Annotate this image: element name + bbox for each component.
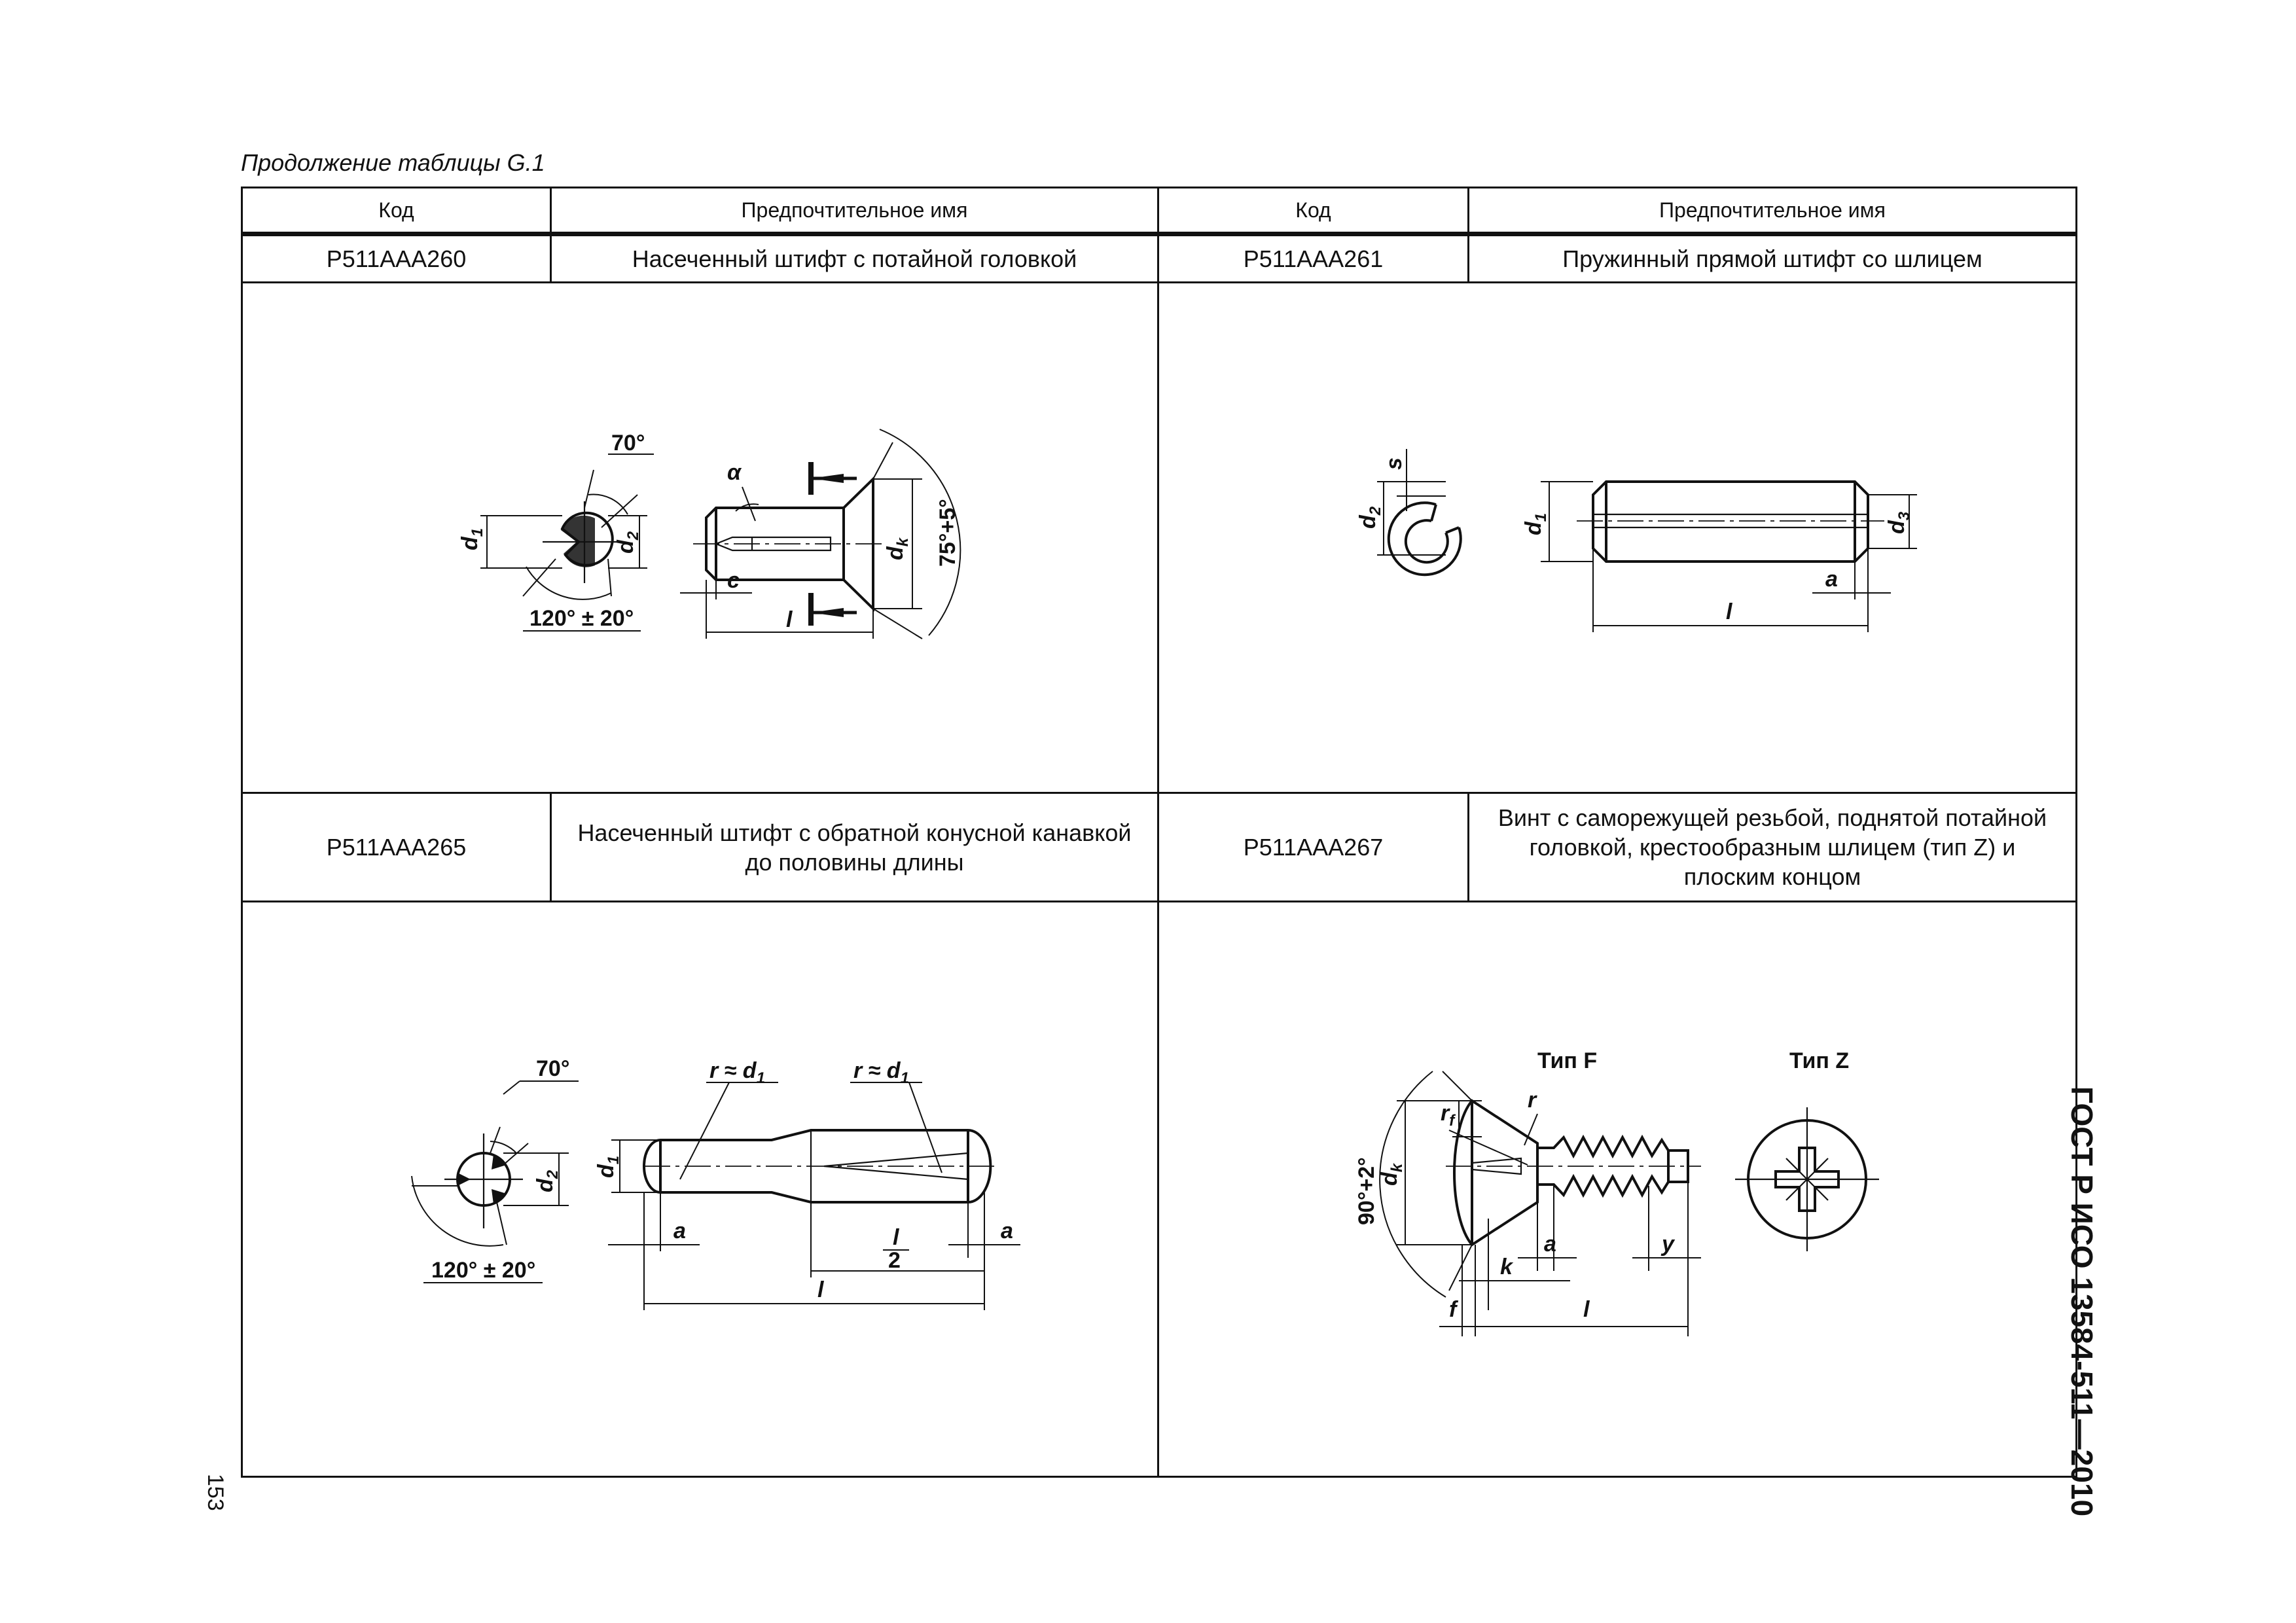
half-l-denominator: 2 xyxy=(888,1248,901,1273)
pin-side-view: α dk 75°+5° c xyxy=(680,428,961,639)
half-l-numerator: l xyxy=(893,1225,900,1250)
figure-reverse-taper-pin: d2 70° 120° ± 20° xyxy=(241,901,1159,1478)
alpha-label: α xyxy=(727,460,742,485)
code-cell: P511AAA261 xyxy=(1157,233,1469,283)
svg-text:d2: d2 xyxy=(1355,506,1384,529)
code-cell: P511AAA267 xyxy=(1157,792,1469,903)
header-code-2: Код xyxy=(1157,186,1469,237)
svg-text:dk: dk xyxy=(883,537,912,560)
header-preferred-name-2: Предпочтительное имя xyxy=(1467,186,2077,237)
svg-text:d2: d2 xyxy=(613,531,642,554)
name-cell: Насеченный штифт с потайной головкой xyxy=(550,233,1159,283)
standard-designation: ГОСТ Р ИСО 13584-511—2010 xyxy=(2065,1086,2099,1517)
type-f-label: Тип F xyxy=(1537,1048,1597,1073)
table-header-row: Код Предпочтительное имя Код Предпочтите… xyxy=(241,186,2077,237)
code-cell: P511AAA265 xyxy=(241,792,552,903)
svg-text:d1: d1 xyxy=(594,1156,622,1178)
table-caption: Продолжение таблицы G.1 xyxy=(241,149,545,176)
pin-cross-section: d2 70° 120° ± 20° xyxy=(411,1056,579,1284)
a-right-label: a xyxy=(1001,1219,1013,1243)
header-code: Код xyxy=(241,186,552,237)
reverse-taper-pin-drawing: d2 70° 120° ± 20° xyxy=(411,1056,1020,1311)
spring-pin-section: d2 s xyxy=(1355,448,1462,576)
svg-text:dk: dk xyxy=(1377,1162,1406,1186)
angle-120-label: 120° ± 20° xyxy=(431,1258,535,1283)
pin-cross-section: d1 d2 70° 120° ± 20° xyxy=(457,431,654,632)
k-label: k xyxy=(1500,1255,1514,1279)
figure-spring-pin: d2 s d1 xyxy=(1157,281,2077,794)
figure-countersunk-grooved-pin: d1 d2 70° 120° ± 20° xyxy=(241,281,1159,794)
a-left-label: a xyxy=(673,1219,686,1243)
pin-side-view: r ≈ d1 r ≈ d1 d1 a xyxy=(594,1058,1020,1311)
figure-row: d2 70° 120° ± 20° xyxy=(241,901,2077,1478)
f-label: f xyxy=(1449,1297,1459,1322)
a-label: a xyxy=(1544,1232,1556,1257)
angle-120-label: 120° ± 20° xyxy=(529,606,634,631)
table-row: P511AAA260 Насеченный штифт с потайной г… xyxy=(241,233,2077,283)
header-preferred-name: Предпочтительное имя xyxy=(550,186,1159,237)
spring-pin-drawing: d2 s d1 xyxy=(1355,448,1917,632)
r-label: r xyxy=(1528,1088,1537,1113)
svg-text:d2: d2 xyxy=(533,1169,562,1192)
name-cell: Насеченный штифт с обратной конусной кан… xyxy=(550,792,1159,903)
fastener-table: Код Предпочтительное имя Код Предпочтите… xyxy=(241,186,2077,1478)
countersunk-pin-drawing: d1 d2 70° 120° ± 20° xyxy=(457,428,961,639)
figure-tapping-screw: Тип F Тип Z rf r xyxy=(1157,901,2077,1478)
svg-text:d1: d1 xyxy=(457,527,486,550)
screw-head-type-z xyxy=(1735,1107,1879,1252)
l-label: l xyxy=(1726,599,1733,624)
table-row: P511AAA265 Насеченный штифт с обратной к… xyxy=(241,792,2077,903)
svg-text:d3: d3 xyxy=(1884,511,1913,534)
spring-pin-side-view: d1 d3 a l xyxy=(1521,480,1917,632)
svg-text:rf: rf xyxy=(1441,1101,1456,1130)
angle-70-label: 70° xyxy=(611,431,645,455)
y-label: y xyxy=(1660,1232,1676,1257)
code-cell: P511AAA260 xyxy=(241,233,552,283)
type-z-label: Тип Z xyxy=(1789,1048,1849,1073)
tapping-screw-drawing: Тип F Тип Z rf r xyxy=(1354,1048,1879,1337)
a-label: a xyxy=(1825,567,1838,592)
l-label: l xyxy=(1583,1297,1590,1322)
screw-side-view: rf r dk 90°+2° xyxy=(1354,1071,1701,1337)
c-label: c xyxy=(727,568,740,593)
svg-text:r ≈ d1: r ≈ d1 xyxy=(853,1058,909,1087)
s-label: s xyxy=(1382,457,1407,470)
svg-text:d1: d1 xyxy=(1521,512,1550,535)
angle-70-label: 70° xyxy=(536,1056,569,1081)
head-angle-label: 90°+2° xyxy=(1354,1157,1379,1225)
page-number: 153 xyxy=(203,1474,228,1511)
name-cell: Пружинный прямой штифт со шлицем xyxy=(1467,233,2077,283)
head-angle-label: 75°+5° xyxy=(935,499,960,567)
name-cell: Винт с саморежущей резьбой, поднятой пот… xyxy=(1467,792,2077,903)
figure-row: d1 d2 70° 120° ± 20° xyxy=(241,281,2077,794)
l-label: l xyxy=(817,1277,825,1302)
l-label: l xyxy=(786,607,793,632)
